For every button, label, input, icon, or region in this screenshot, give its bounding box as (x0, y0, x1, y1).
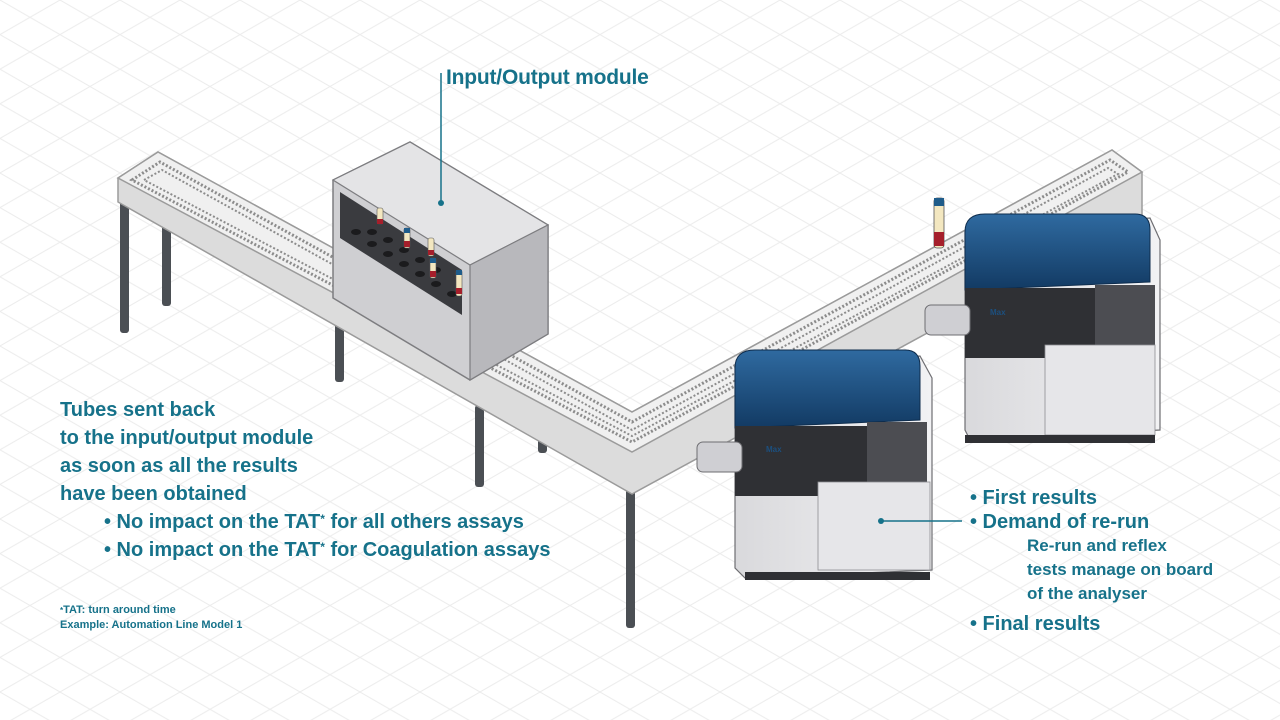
analyser-front-badge: Max (766, 445, 782, 454)
final-results: • Final results (970, 613, 1101, 635)
left-line-3: as soon as all the results (60, 455, 298, 477)
bullet-2-suffix: for Coagulation assays (324, 539, 551, 561)
sample-tubes (376, 207, 463, 297)
analyser-back-badge: Max (990, 308, 1006, 317)
footnote: *TAT: turn around time Example: Automati… (60, 603, 242, 633)
tube-rack (351, 229, 457, 297)
bullet-1-prefix: • No impact on the TAT (104, 511, 321, 533)
analyser-back (924, 213, 1161, 443)
bullet-2-prefix: • No impact on the TAT (104, 539, 321, 561)
left-line-4: have been obtained (60, 483, 247, 505)
input-output-module (331, 73, 550, 382)
bullet-2-sup: * (320, 540, 325, 554)
left-bullet-2: • No impact on the TAT* for Coagulation … (60, 536, 551, 564)
analyser-front (696, 349, 962, 580)
bullet-1-suffix: for all others assays (324, 511, 524, 533)
right-callout: • First results • Demand of re-run Re-ru… (970, 486, 1213, 636)
first-results: • First results (970, 487, 1098, 509)
footnote-sup: * (60, 606, 64, 615)
tube-on-track (933, 197, 945, 249)
left-callout: Tubes sent back to the input/output modu… (60, 396, 551, 564)
footnote-tat-text: TAT: turn around time (63, 604, 176, 616)
left-bullet-1: • No impact on the TAT* for all others a… (60, 508, 551, 536)
rerun-sub-1: Re-run and reflex (1027, 536, 1167, 555)
io-module-label: Input/Output module (446, 66, 649, 89)
rerun-sub-2: tests manage on board (1027, 560, 1214, 579)
left-line-2: to the input/output module (60, 427, 314, 449)
demand-rerun: • Demand of re-run (970, 511, 1150, 533)
bullet-1-sup: * (320, 512, 325, 526)
footnote-example: Example: Automation Line Model 1 (60, 619, 243, 631)
rerun-sub-3: of the analyser (1027, 584, 1147, 603)
left-line-1: Tubes sent back (60, 399, 216, 421)
footnote-tat: *TAT: turn around time (60, 603, 242, 618)
